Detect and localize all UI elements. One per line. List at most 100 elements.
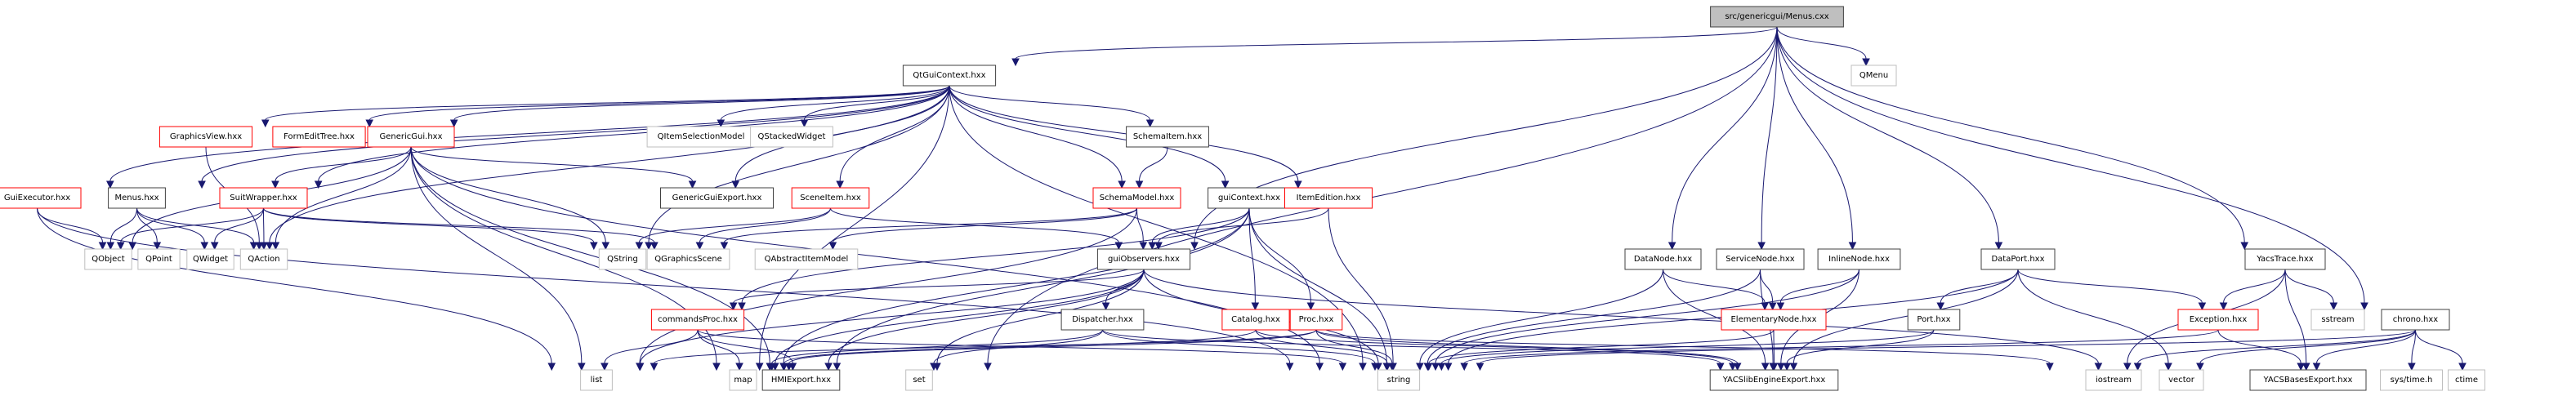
arrowhead-icon bbox=[833, 363, 842, 372]
edge-datanode-to-yacslibengineexport bbox=[1663, 269, 1770, 372]
edge-qtguicontext-to-formedittree bbox=[365, 85, 950, 128]
node-suitwrapper[interactable]: SuitWrapper.hxx bbox=[219, 187, 308, 209]
arrowhead-icon bbox=[255, 242, 264, 251]
edge-line bbox=[318, 85, 950, 182]
node-dataport[interactable]: DataPort.hxx bbox=[1980, 248, 2056, 270]
arrowhead-icon bbox=[249, 242, 258, 251]
edge-qtguicontext-to-genericgui bbox=[449, 85, 950, 128]
node-label: src/genericgui/Menus.cxx bbox=[1725, 12, 1828, 21]
edge-line bbox=[2017, 269, 2203, 304]
arrowhead-icon bbox=[824, 363, 833, 372]
arrowhead-icon bbox=[2123, 363, 2132, 372]
node-port[interactable]: Port.hxx bbox=[1907, 309, 1961, 331]
edge-sceneitem-to-qgraphicsscene bbox=[695, 207, 831, 251]
edge-line bbox=[1940, 269, 2019, 304]
node-guiexecutor[interactable]: GuiExecutor.hxx bbox=[0, 187, 82, 209]
node-genericgui[interactable]: GenericGui.hxx bbox=[367, 126, 455, 148]
edge-genericgui-to-list bbox=[410, 146, 586, 372]
node-label: guiObservers.hxx bbox=[1108, 255, 1180, 264]
edge-line bbox=[1463, 329, 2219, 364]
arrowhead-icon bbox=[1118, 180, 1126, 189]
arrowhead-icon bbox=[1190, 242, 1199, 251]
node-catalog[interactable]: Catalog.hxx bbox=[1221, 309, 1290, 331]
edge-line bbox=[1315, 329, 1393, 364]
arrowhead-icon bbox=[600, 363, 609, 372]
node-datanode[interactable]: DataNode.hxx bbox=[1624, 248, 1702, 270]
node-yacslibengineexport[interactable]: YACSlibEngineExport.hxx bbox=[1709, 369, 1839, 391]
edge-line bbox=[1779, 269, 1859, 304]
node-label: QWidget bbox=[193, 255, 228, 264]
edge-yacstrace-to-sstream bbox=[2284, 269, 2338, 311]
node-sceneitem[interactable]: SceneItem.hxx bbox=[791, 187, 870, 209]
arrowhead-icon bbox=[650, 242, 659, 251]
node-box bbox=[2310, 309, 2365, 331]
edge-line bbox=[136, 207, 158, 243]
node-chrono[interactable]: chrono.hxx bbox=[2381, 309, 2450, 331]
node-yacstrace[interactable]: YacsTrace.hxx bbox=[2244, 248, 2326, 270]
node-box bbox=[761, 369, 841, 391]
node-root[interactable]: src/genericgui/Menus.cxx bbox=[1710, 6, 1844, 28]
node-label: iostream bbox=[2096, 376, 2132, 385]
arrowhead-icon bbox=[1306, 302, 1315, 311]
node-qtguicontext[interactable]: QtGuiContext.hxx bbox=[902, 65, 997, 87]
node-label: Menus.hxx bbox=[114, 194, 158, 202]
edge-guiobservers-to-commandsproc bbox=[729, 269, 1145, 311]
node-yacsbasesexport[interactable]: YACSBasesExport.hxx bbox=[2249, 369, 2367, 391]
node-formedittree[interactable]: FormEditTree.hxx bbox=[272, 126, 366, 148]
node-box bbox=[1709, 369, 1839, 391]
edge-root-to-set bbox=[984, 26, 1778, 372]
node-qpoint: QPoint bbox=[137, 248, 181, 270]
node-schemaitem[interactable]: SchemaItem.hxx bbox=[1126, 126, 1209, 148]
edge-line bbox=[1248, 207, 1256, 304]
node-elementarynode[interactable]: ElementaryNode.hxx bbox=[1721, 309, 1827, 331]
edge-line bbox=[214, 207, 264, 243]
arrowhead-icon bbox=[98, 242, 107, 251]
arrowhead-icon bbox=[1862, 58, 1870, 67]
node-label: QAbstractItemModel bbox=[765, 255, 849, 264]
node-exception[interactable]: Exception.hxx bbox=[2177, 309, 2259, 331]
edge-schemamodel-to-qabstractitemmodel bbox=[828, 207, 1137, 251]
edge-root-to-guiobservers bbox=[1190, 26, 1778, 251]
node-guiobservers[interactable]: guiObservers.hxx bbox=[1096, 248, 1191, 270]
node-proc[interactable]: Proc.hxx bbox=[1289, 309, 1343, 331]
arrowhead-icon bbox=[590, 242, 598, 251]
arrowhead-icon bbox=[784, 363, 793, 372]
arrowhead-icon bbox=[2301, 363, 2310, 372]
node-box bbox=[1377, 369, 1421, 391]
edge-line bbox=[987, 26, 1778, 364]
node-menush[interactable]: Menus.hxx bbox=[108, 187, 166, 209]
edge-guicontext-to-proc bbox=[1248, 207, 1315, 311]
node-servicenode[interactable]: ServiceNode.hxx bbox=[1716, 248, 1805, 270]
edge-line bbox=[275, 146, 412, 243]
node-box bbox=[650, 309, 745, 331]
edge-line bbox=[368, 85, 950, 121]
edges-layer bbox=[37, 26, 2467, 372]
node-commandsproc[interactable]: commandsProc.hxx bbox=[650, 309, 745, 331]
edge-dataport-to-yacslibengineexport bbox=[1789, 269, 2019, 372]
arrowhead-icon bbox=[828, 242, 837, 251]
arrowhead-icon bbox=[1338, 363, 1347, 372]
node-dispatcher[interactable]: Dispatcher.hxx bbox=[1060, 309, 1145, 331]
node-schemamodel[interactable]: SchemaModel.hxx bbox=[1092, 187, 1181, 209]
node-graphicsview[interactable]: GraphicsView.hxx bbox=[158, 126, 253, 148]
node-label: DataNode.hxx bbox=[1634, 255, 1692, 264]
node-box bbox=[108, 187, 166, 209]
arrowhead-icon bbox=[688, 180, 697, 189]
node-itemedition[interactable]: ItemEdition.hxx bbox=[1284, 187, 1373, 209]
arrowhead-icon bbox=[720, 242, 729, 251]
node-inlinenode[interactable]: InlineNode.hxx bbox=[1817, 248, 1901, 270]
arrowhead-icon bbox=[2164, 363, 2172, 372]
node-box bbox=[1710, 6, 1844, 28]
node-box bbox=[84, 248, 132, 270]
edge-menush-to-qobject bbox=[106, 207, 137, 251]
node-guicontext[interactable]: guiContext.hxx bbox=[1208, 187, 1291, 209]
node-hmiexport[interactable]: HMIExport.hxx bbox=[761, 369, 841, 391]
arrowhead-icon bbox=[198, 180, 206, 189]
node-vector: vector bbox=[2159, 369, 2204, 391]
edge-line bbox=[2415, 329, 2463, 364]
node-label: QPoint bbox=[145, 255, 172, 264]
node-label: YACSBasesExport.hxx bbox=[2263, 376, 2353, 385]
node-label: SceneItem.hxx bbox=[800, 194, 861, 202]
node-qstackedwidget: QStackedWidget bbox=[750, 126, 833, 148]
node-genericguiexport[interactable]: GenericGuiExport.hxx bbox=[660, 187, 774, 209]
